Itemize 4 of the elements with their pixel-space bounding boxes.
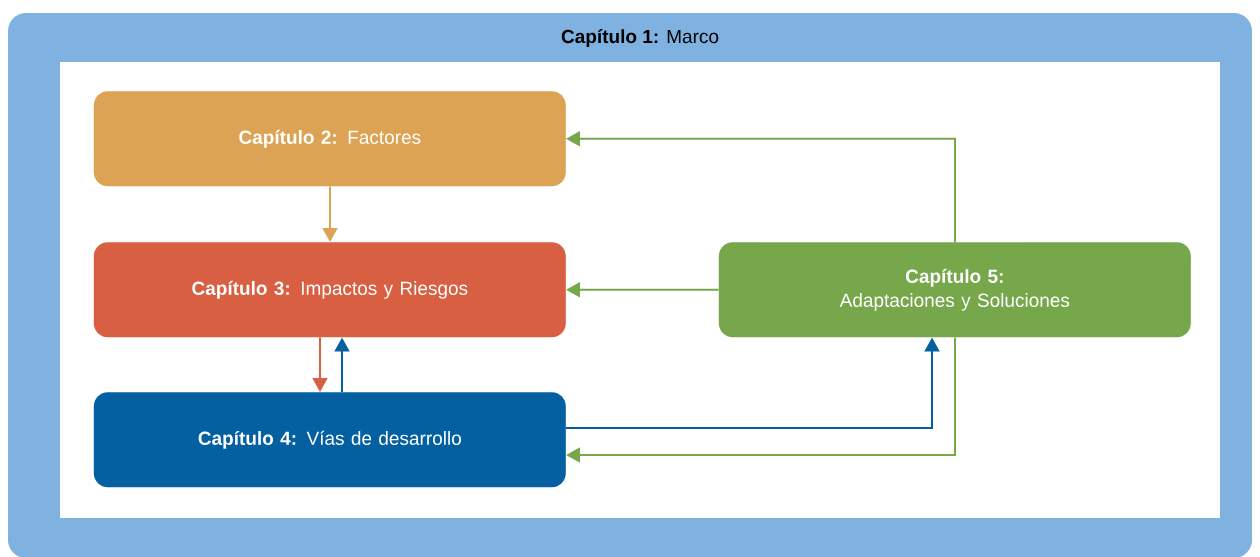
chapter-box: Capítulo 4: Vías de desarrollo <box>93 392 566 488</box>
chapter-box: Capítulo 5: Adaptaciones y Soluciones <box>718 242 1191 338</box>
chapter-box: Capítulo 2: Factores <box>93 91 566 187</box>
chapter-box: Capítulo 3: Impactos y Riesgos <box>93 242 566 338</box>
